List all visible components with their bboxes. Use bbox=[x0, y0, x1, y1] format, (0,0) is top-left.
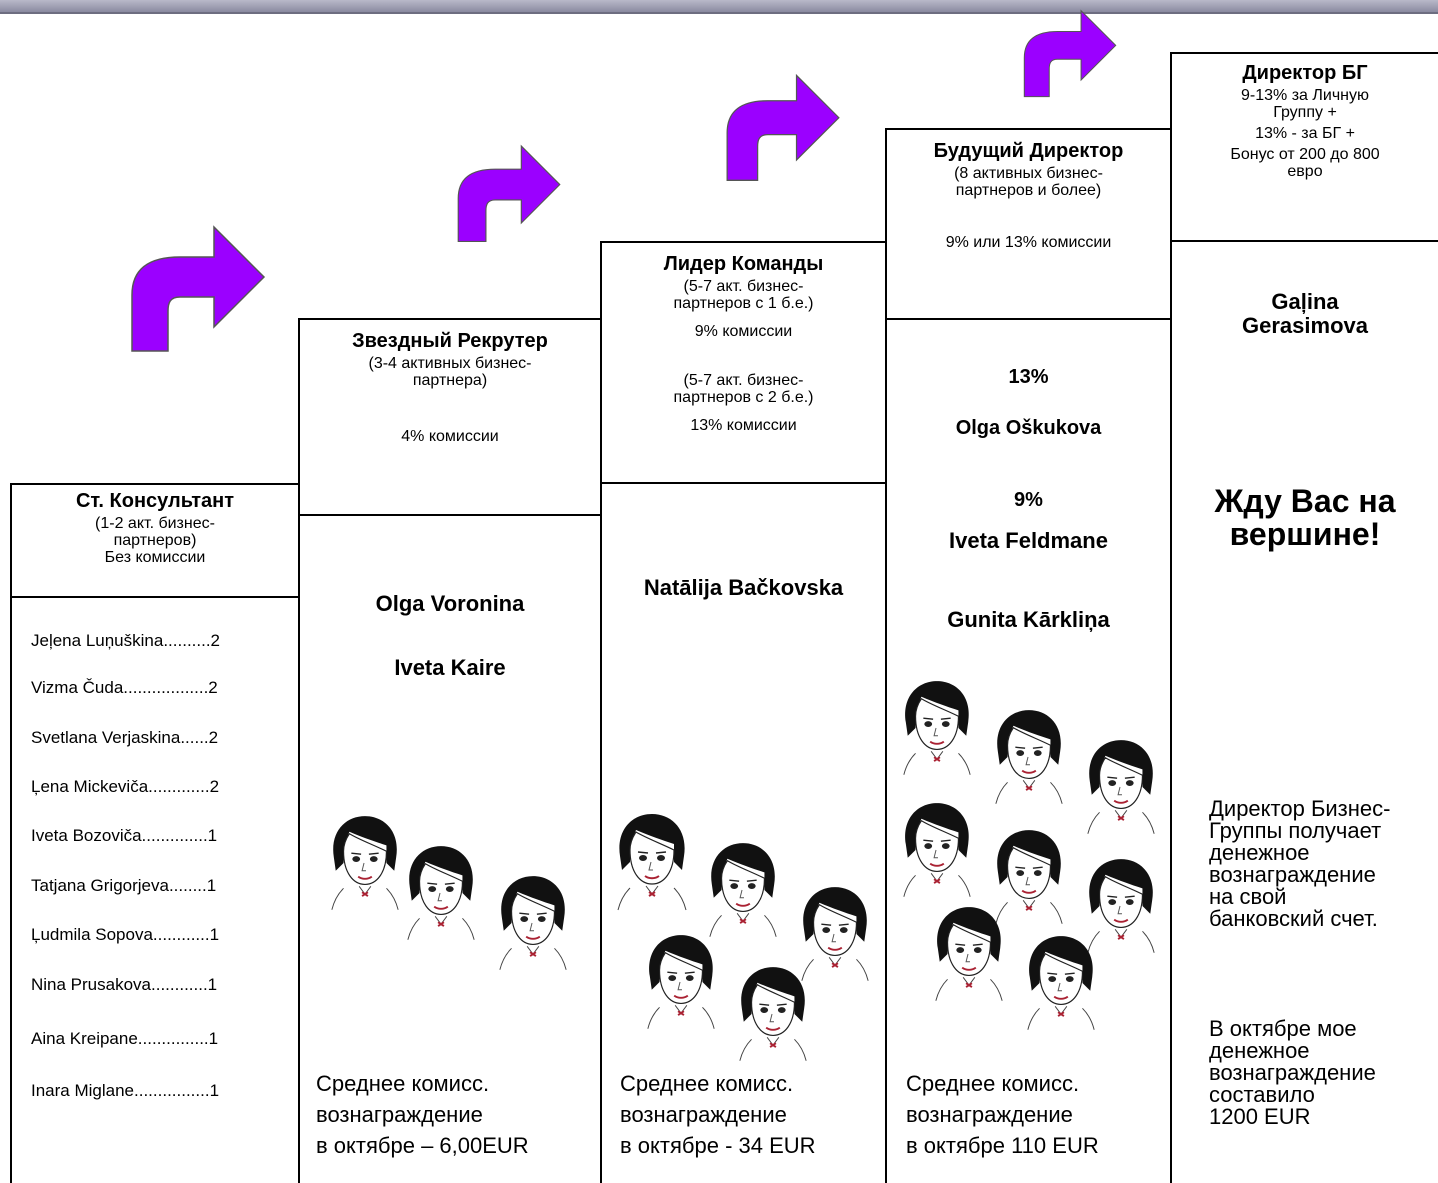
recruiter-commission: 4% комиссии bbox=[401, 428, 499, 445]
up-arrow-icon bbox=[718, 72, 848, 182]
director-october: В октябре мое денежное вознаграждение со… bbox=[1209, 1018, 1376, 1128]
director-desc: Группу + bbox=[1273, 104, 1337, 121]
list-item: Inara Miglane................1 bbox=[31, 1081, 220, 1100]
director-desc: Бонус от 200 до 800 bbox=[1230, 146, 1380, 163]
oct-line: 1200 EUR bbox=[1209, 1104, 1311, 1129]
avatar-icon bbox=[402, 840, 480, 942]
director-desc: 9-13% за Личную bbox=[1241, 87, 1369, 104]
list-item: Tatjana Grigorjeva........1 bbox=[31, 876, 217, 895]
list-item: Ļena Mickeviča.............2 bbox=[31, 777, 220, 796]
consultant-desc: Без комиссии bbox=[104, 549, 206, 566]
percent-label: 9% bbox=[1014, 489, 1043, 511]
member-name: Olga Oškukova bbox=[955, 417, 1102, 439]
avatar-icon bbox=[990, 706, 1068, 804]
member-name: Gunita Kārkliņa bbox=[947, 607, 1110, 632]
leader-desc: 13% комиссии bbox=[690, 417, 797, 434]
member-name: Iveta Kaire bbox=[394, 655, 506, 680]
list-item: Iveta Bozoviča..............1 bbox=[31, 826, 218, 845]
oct-line: В октябре мое bbox=[1209, 1016, 1357, 1041]
avg-line: вознаграждение bbox=[316, 1102, 483, 1127]
recruiter-desc: (3-4 активных бизнес- bbox=[368, 355, 532, 372]
avg-line: вознаграждение bbox=[620, 1102, 787, 1127]
avg-commission: Среднее комисс. вознаграждение в октябре… bbox=[620, 1068, 816, 1161]
avatar-icon bbox=[642, 930, 720, 1030]
leader-desc: партнеров с 1 б.е.) bbox=[673, 295, 814, 312]
up-arrow-icon bbox=[1006, 8, 1134, 98]
avg-line: в октябре 110 EUR bbox=[906, 1133, 1099, 1158]
avatar-icon bbox=[1022, 932, 1100, 1030]
leader-desc: (5-7 акт. бизнес- bbox=[683, 278, 804, 295]
recruiter-column bbox=[298, 318, 602, 1183]
info-line: Группы получает bbox=[1209, 818, 1382, 843]
leader-desc: партнеров с 2 б.е.) bbox=[673, 389, 814, 406]
director-info: Директор Бизнес- Группы получает денежно… bbox=[1209, 798, 1390, 930]
future-director-desc: (8 активных бизнес- bbox=[954, 165, 1103, 182]
avatar-icon bbox=[704, 838, 782, 938]
info-line: Директор Бизнес- bbox=[1209, 796, 1391, 821]
oct-line: денежное bbox=[1209, 1038, 1310, 1063]
consultant-title: Ст. Консультант bbox=[75, 490, 235, 512]
recruiter-title: Звездный Рекрутер bbox=[352, 330, 548, 352]
info-line: денежное bbox=[1209, 840, 1310, 865]
leader-desc: 9% комиссии bbox=[694, 323, 793, 340]
avatar-icon bbox=[898, 676, 976, 776]
avg-commission: Среднее комисс. вознаграждение в октябре… bbox=[316, 1068, 529, 1161]
director-desc: 13% - за БГ + bbox=[1255, 125, 1355, 142]
list-item: Aina Kreipane...............1 bbox=[31, 1029, 219, 1048]
up-arrow-icon bbox=[128, 220, 268, 356]
future-director-commission: 9% или 13% комиссии bbox=[945, 234, 1112, 251]
info-line: банковский счет. bbox=[1209, 906, 1378, 931]
up-arrow-icon bbox=[444, 143, 574, 243]
leader-title: Лидер Команды bbox=[663, 253, 824, 275]
divider bbox=[298, 514, 602, 516]
future-director-desc: партнеров и более) bbox=[955, 182, 1102, 199]
divider bbox=[1170, 240, 1438, 242]
director-desc: евро bbox=[1287, 163, 1323, 180]
member-name: Natālija Bačkovska bbox=[643, 575, 844, 600]
divider bbox=[600, 482, 887, 484]
divider bbox=[885, 318, 1172, 320]
avg-line: вознаграждение bbox=[906, 1102, 1073, 1127]
motto: вершине! bbox=[1229, 516, 1381, 552]
leader-desc: (5-7 акт. бизнес- bbox=[683, 372, 804, 389]
director-name: Gaļina bbox=[1271, 289, 1339, 314]
director-name: Gerasimova bbox=[1242, 313, 1368, 338]
member-name: Iveta Feldmane bbox=[949, 528, 1108, 553]
info-line: вознаграждение bbox=[1209, 862, 1376, 887]
list-item: Jeļena Luņuškina..........2 bbox=[31, 631, 221, 650]
member-name: Olga Voronina bbox=[375, 591, 525, 616]
list-item: Svetlana Verjaskina......2 bbox=[31, 728, 219, 747]
oct-line: составило bbox=[1209, 1082, 1315, 1107]
motto: Жду Вас на bbox=[1214, 483, 1396, 519]
avatar-icon bbox=[930, 902, 1008, 1002]
list-item: Ļudmila Sopova............1 bbox=[31, 925, 220, 944]
top-bar bbox=[0, 0, 1438, 14]
avg-line: Среднее комисс. bbox=[316, 1071, 490, 1096]
director-title: Директор БГ bbox=[1242, 62, 1368, 84]
avatar-icon bbox=[326, 812, 404, 910]
future-director-title: Будущий Директор bbox=[933, 140, 1124, 162]
consultant-desc: (1-2 акт. бизнес- bbox=[95, 515, 215, 532]
director-column bbox=[1170, 52, 1438, 1183]
avg-commission: Среднее комисс. вознаграждение в октябре… bbox=[906, 1068, 1099, 1161]
list-item: Nina Prusakova............1 bbox=[31, 975, 218, 994]
oct-line: вознаграждение bbox=[1209, 1060, 1376, 1085]
avg-line: в октябре – 6,00EUR bbox=[316, 1133, 529, 1158]
percent-label: 13% bbox=[1008, 366, 1049, 388]
avatar-icon bbox=[1082, 734, 1160, 836]
avg-line: в октябре - 34 EUR bbox=[620, 1133, 816, 1158]
info-line: на свой bbox=[1209, 884, 1287, 909]
avatar-icon bbox=[494, 870, 572, 972]
recruiter-desc: партнера) bbox=[412, 372, 488, 389]
consultant-desc: партнеров) bbox=[113, 532, 197, 549]
avg-line: Среднее комисс. bbox=[620, 1071, 794, 1096]
avatar-icon bbox=[734, 960, 812, 1064]
list-item: Vizma Čuda..................2 bbox=[31, 678, 218, 697]
avatar-icon bbox=[612, 808, 692, 912]
divider bbox=[10, 596, 300, 598]
avatar-icon bbox=[898, 796, 976, 900]
avg-line: Среднее комисс. bbox=[906, 1071, 1080, 1096]
